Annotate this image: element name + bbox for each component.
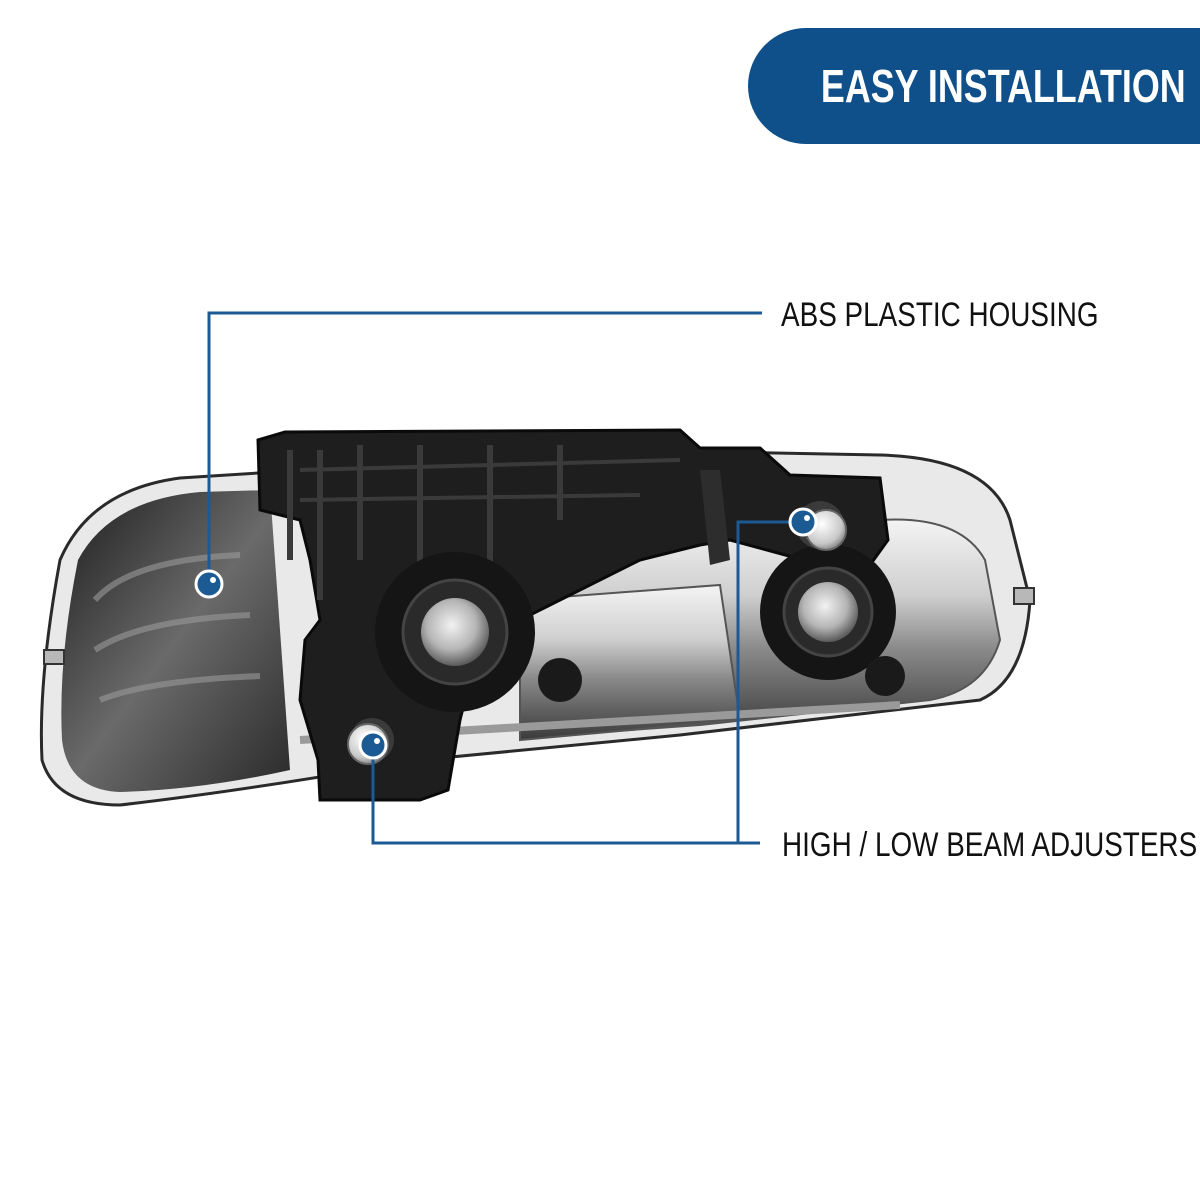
header-banner: EASY INSTALLATION bbox=[748, 28, 1200, 144]
bulb-socket-right bbox=[760, 544, 896, 680]
banner-title: EASY INSTALLATION bbox=[821, 60, 1186, 112]
callout-marker-adjuster-top bbox=[788, 507, 818, 537]
callout-marker-housing bbox=[194, 569, 224, 599]
bulb-socket-left bbox=[375, 552, 535, 712]
callout-label-housing: ABS PLASTIC HOUSING bbox=[781, 296, 1099, 334]
mounting-bracket bbox=[256, 428, 890, 802]
callout-label-adjusters: HIGH / LOW BEAM ADJUSTERS bbox=[782, 826, 1198, 864]
callout-marker-adjuster-bottom bbox=[358, 730, 388, 760]
callout-lines bbox=[207, 311, 803, 845]
